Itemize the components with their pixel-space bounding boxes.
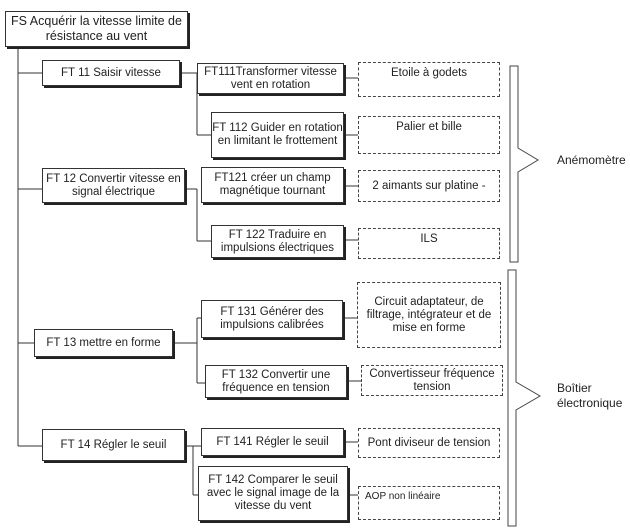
- boitier-group-arrow: [507, 269, 541, 527]
- ft142-box: FT 142 Comparer le seuil avec le signal …: [198, 466, 348, 521]
- solution-aop: AOP non linéaire: [358, 486, 500, 520]
- ft141-box: FT 141 Régler le seuil: [201, 428, 344, 456]
- ft121-box: FT121 créer un champ magnétique tournant: [201, 167, 344, 203]
- solution-circuit-adaptateur: Circuit adaptateur, de filtrage, intégra…: [357, 282, 501, 348]
- ft14-box: FT 14 Régler le seuil: [42, 429, 185, 461]
- ft12-box: FT 12 Convertir vitesse en signal électr…: [42, 168, 185, 203]
- solution-ils: ILS: [358, 228, 500, 259]
- fs-box: FS Acquérir la vitesse limite de résista…: [5, 11, 188, 47]
- ft111-box: FT111Transformer vitesse vent en rotatio…: [197, 63, 344, 94]
- solution-aimants: 2 aimants sur platine -: [358, 170, 500, 202]
- ft122-box: FT 122 Traduire en impulsions électrique…: [211, 225, 344, 258]
- group-label-boitier: Boîtier électronique: [557, 381, 623, 410]
- ft132-box: FT 132 Convertir une fréquence en tensio…: [205, 365, 347, 398]
- anemometre-group-arrow: [509, 65, 539, 263]
- ft13-box: FT 13 mettre en forme: [34, 329, 173, 357]
- solution-pont-diviseur: Pont diviseur de tension: [358, 428, 500, 458]
- ft131-box: FT 131 Générer des impulsions calibrées: [201, 300, 343, 338]
- ft11-box: FT 11 Saisir vitesse: [42, 60, 180, 86]
- solution-etoile-a-godets: Etoile à godets: [358, 62, 500, 97]
- ft112-box: FT 112 Guider en rotation en limitant le…: [211, 112, 344, 158]
- solution-convertisseur: Convertisseur fréquence tension: [361, 365, 503, 396]
- group-label-anemometre: Anémomètre: [557, 153, 626, 167]
- solution-palier-et-bille: Palier et bille: [358, 116, 500, 154]
